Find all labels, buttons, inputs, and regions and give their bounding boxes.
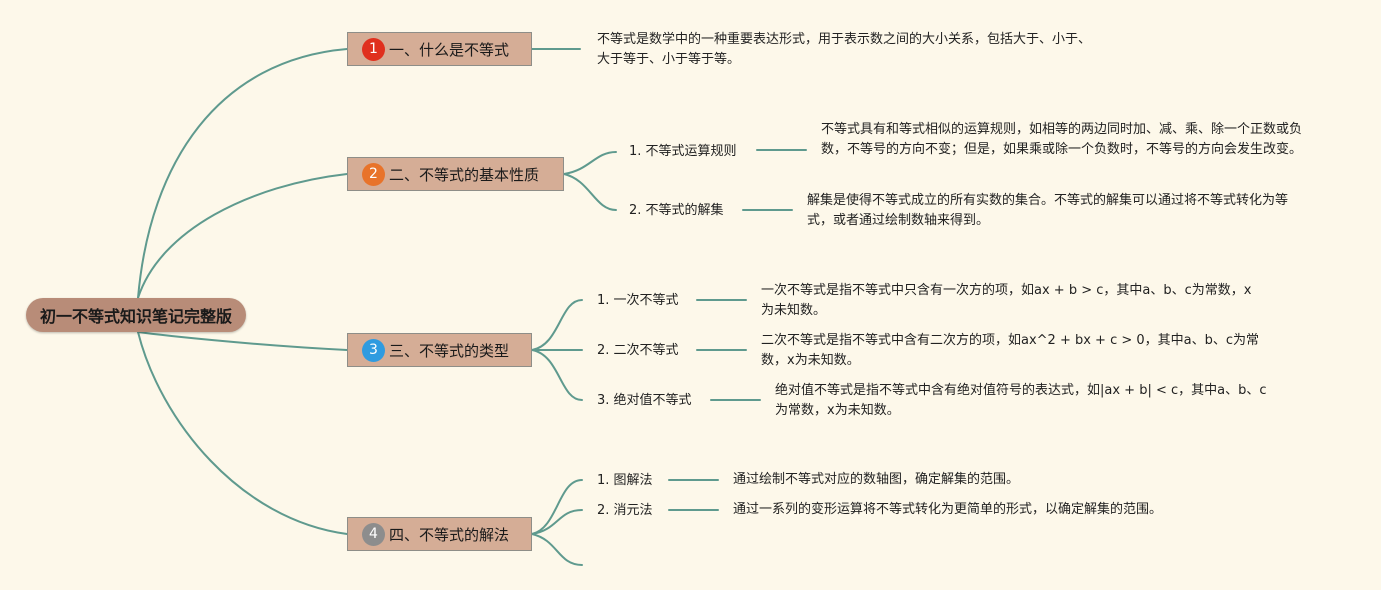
branch-3-label: 三、不等式的类型 — [389, 341, 510, 360]
branch-4-label: 四、不等式的解法 — [389, 525, 510, 544]
number-badge-icon: 1 — [362, 37, 385, 61]
b3-child-1-label[interactable]: 1. 一次不等式 — [597, 293, 679, 308]
link-b4-c1 — [531, 479, 583, 535]
branch-1-label: 一、什么是不等式 — [389, 40, 510, 59]
b2-child-1-label[interactable]: 1. 不等式运算规则 — [629, 144, 737, 159]
b2-child-2-desc: 解集是使得不等式成立的所有实数的集合。不等式的解集可以通过将不等式转化为等式，或… — [807, 193, 1289, 228]
root-node[interactable]: 初一不等式知识笔记完整版 — [26, 298, 246, 332]
link-root-b1 — [137, 48, 348, 299]
b3-child-1-desc: 一次不等式是指不等式中只含有一次方的项，如ax + b > c，其中a、b、c为… — [761, 283, 1252, 318]
branch-1-node[interactable]: 1 一、什么是不等式 — [347, 32, 532, 66]
link-b2-c1 — [563, 151, 617, 175]
link-b2-c2 — [563, 173, 617, 211]
b3-child-2-desc: 二次不等式是指不等式中含有二次方的项，如ax^2 + bx + c > 0，其中… — [761, 333, 1260, 368]
branch-2-label: 二、不等式的基本性质 — [389, 165, 540, 184]
b4-child-2-desc: 通过一系列的变形运算将不等式转化为更简单的形式，以确定解集的范围。 — [733, 502, 1163, 517]
link-b4-c2 — [531, 509, 583, 535]
b4-child-2-label[interactable]: 2. 消元法 — [597, 503, 653, 518]
b3-child-2-label[interactable]: 2. 二次不等式 — [597, 343, 679, 358]
b4-child-1-label[interactable]: 1. 图解法 — [597, 473, 653, 488]
link-root-b2 — [137, 173, 348, 299]
link-root-b3 — [137, 331, 348, 351]
b2-child-1-desc: 不等式具有和等式相似的运算规则，如相等的两边同时加、减、乘、除一个正数或负数，不… — [821, 122, 1303, 157]
link-b3-c3 — [531, 349, 583, 401]
link-b4-c3 — [531, 533, 583, 566]
branch-4-node[interactable]: 4 四、不等式的解法 — [347, 517, 532, 551]
b3-child-3-label[interactable]: 3. 绝对值不等式 — [597, 393, 692, 408]
number-badge-icon: 3 — [362, 338, 385, 362]
b3-child-3-desc: 绝对值不等式是指不等式中含有绝对值符号的表达式，如|ax + b| < c，其中… — [775, 383, 1267, 418]
branch-2-node[interactable]: 2 二、不等式的基本性质 — [347, 157, 564, 191]
link-b3-c1 — [531, 299, 583, 351]
link-root-b4 — [137, 331, 348, 535]
number-badge-icon: 2 — [362, 162, 385, 186]
branch-3-node[interactable]: 3 三、不等式的类型 — [347, 333, 532, 367]
b2-child-2-label[interactable]: 2. 不等式的解集 — [629, 203, 724, 218]
root-label: 初一不等式知识笔记完整版 — [39, 307, 232, 326]
b4-child-1-desc: 通过绘制不等式对应的数轴图，确定解集的范围。 — [733, 472, 1020, 487]
number-badge-icon: 4 — [362, 522, 385, 546]
branch-1-desc: 不等式是数学中的一种重要表达形式，用于表示数之间的大小关系，包括大于、小于、大于… — [597, 32, 1092, 67]
